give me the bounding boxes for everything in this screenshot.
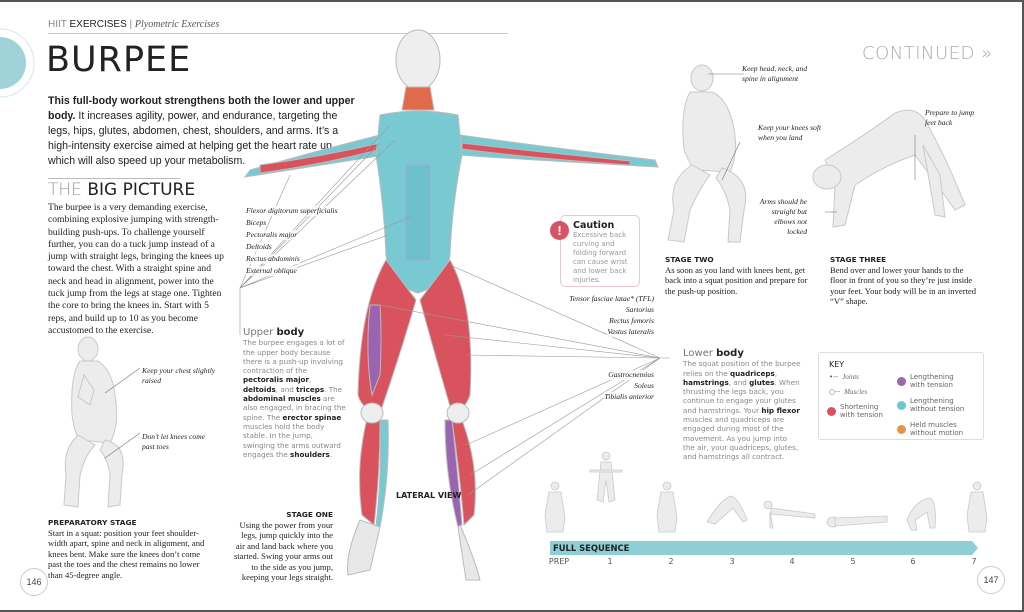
muscle-label: Flexor digitorum superficialis (246, 206, 338, 216)
key-item: Shortening with tension (840, 403, 883, 419)
prep-heading: PREPARATORY STAGE (48, 518, 137, 527)
sequence-arrow-icon (972, 541, 978, 555)
muscle-label: Pectoralis major (246, 230, 298, 240)
page-title: BURPEE (46, 40, 192, 80)
stage-two-annotation-alignment: Keep head, neck, and spine in alignment (742, 64, 808, 83)
big-picture-text: The burpee is a very demanding exercise,… (48, 202, 224, 336)
sequence-figure-prep (544, 481, 566, 533)
full-sequence-label: FULL SEQUENCE (553, 543, 630, 553)
prep-annotation-chest: Keep your chest slightly raised (142, 366, 216, 385)
sequence-tick: PREP (548, 557, 570, 566)
caution-text: Excessive back curving and folding forwa… (573, 231, 628, 284)
stage-two-figure (667, 64, 747, 243)
lateral-view-label: LATERAL VIEW (396, 491, 462, 500)
caution-box: Caution Excessive back curving and foldi… (560, 215, 640, 287)
stage-two-heading: STAGE TWO (665, 255, 714, 264)
stage-three-figure (812, 109, 966, 228)
preparatory-squat-figure (63, 336, 140, 508)
muscle-label: Tensor fasciae latae* (TFL) (569, 294, 654, 304)
muscle-label: Soleus (634, 381, 654, 391)
purple-dot-icon (897, 376, 906, 386)
muscle-marker-icon: ○-- (829, 388, 841, 396)
caution-title: Caution (573, 220, 615, 231)
sequence-tick: 2 (668, 557, 674, 566)
intro-bold: This full-body workout strengthens both … (48, 95, 355, 122)
key-title: KEY (829, 360, 845, 369)
header-subsection: Plyometric Exercises (134, 19, 220, 30)
stage-one-heading: STAGE ONE (286, 510, 333, 519)
red-dot-icon (827, 406, 836, 416)
key-item: Lengthening without tension (910, 397, 965, 413)
key-muscles: Muscles (844, 388, 868, 396)
muscle-label: Gastrocnemius (608, 370, 654, 380)
intro-paragraph: This full-body workout strengthens both … (48, 94, 358, 169)
muscle-label: Rectus abdominis (246, 254, 300, 264)
muscle-label: Biceps (246, 218, 267, 228)
prep-text: Start in a squat: position your feet sho… (48, 528, 205, 580)
sequence-figure-3 (706, 495, 748, 525)
orange-dot-icon (897, 424, 906, 434)
sequence-tick: 1 (607, 557, 613, 566)
sequence-thumbnails (544, 451, 988, 533)
prep-annotation-knees: Don’t let knees come past toes (142, 432, 206, 451)
key-item: Lengthening with tension (910, 373, 954, 389)
muscle-label: Deltoids (246, 242, 272, 252)
full-sequence-bar (550, 541, 972, 555)
sequence-figure-4 (763, 500, 816, 529)
upper-body-text: Upper body The burpee engages a lot of t… (243, 327, 346, 459)
legend-key: KEY •--Joints ○--Muscles Shortening with… (818, 352, 984, 440)
sequence-tick: 6 (910, 557, 916, 566)
stage-three-heading: STAGE THREE (830, 255, 887, 264)
teal-dot-icon (897, 400, 906, 410)
sequence-tick: 3 (729, 557, 735, 566)
sequence-figure-6 (906, 497, 936, 531)
page-number-right: 147 (977, 566, 1005, 594)
muscle-label: Sartorius (625, 305, 654, 315)
header-section: HIIT (48, 19, 67, 30)
lower-body-text: Lower body The squat position of the bur… (683, 348, 801, 462)
anatomical-figure (239, 29, 670, 581)
stage-two: STAGE TWO As soon as you land with knees… (665, 255, 815, 296)
joint-marker-icon: •-- (829, 373, 839, 381)
continued-label: CONTINUED » (862, 43, 993, 64)
muscle-label: Rectus femoris (609, 316, 654, 326)
heading-bold: BIG PICTURE (87, 180, 196, 200)
header-section-bold: EXERCISES (69, 19, 127, 30)
sequence-tick: 7 (971, 557, 977, 566)
intro-text: It increases agility, power, and enduran… (48, 110, 339, 167)
header-separator: | (129, 19, 133, 30)
stage-three: STAGE THREE Bend over and lower your han… (830, 255, 980, 307)
sequence-figure-5 (826, 515, 888, 528)
stage-one: STAGE ONE Using the power from your legs… (230, 510, 333, 582)
sequence-figure-7 (966, 481, 988, 533)
stage-two-text: As soon as you land with knees bent, get… (665, 265, 808, 296)
heading-light: THE (48, 180, 88, 200)
preparatory-stage: PREPARATORY STAGE Start in a squat: posi… (48, 518, 208, 580)
key-joints: Joints (842, 373, 859, 381)
exclamation-icon: ! (550, 221, 569, 240)
stage-three-annotation-arms: Arms should be straight but elbows not l… (759, 197, 807, 236)
big-picture-heading: THE BIG PICTURE (48, 180, 195, 200)
running-header: HIIT EXERCISES | Plyometric Exercises (48, 19, 219, 30)
stage-two-annotation-knees: Keep your knees soft when you land (758, 123, 822, 142)
lower-body-heading: Lower body (683, 348, 744, 359)
section-tab-icon (0, 28, 35, 98)
sequence-figure-2 (656, 481, 678, 533)
muscle-label: Tibialis anterior (604, 392, 654, 402)
sequence-tick: 4 (789, 557, 795, 566)
header-rule (48, 33, 508, 34)
divider (48, 178, 180, 179)
page-number-left: 146 (20, 568, 48, 596)
muscle-label: Vastus lateralis (607, 327, 654, 337)
stage-three-text: Bend over and lower your hands to the fl… (830, 265, 977, 307)
key-item: Held muscles without motion (910, 421, 964, 437)
upper-body-heading: Upper body (243, 327, 305, 338)
sequence-tick: 5 (850, 557, 856, 566)
stage-one-text: Using the power from your legs, jump qui… (233, 520, 333, 583)
sequence-figure-1 (589, 451, 623, 503)
stage-three-annotation-jump: Prepare to jump feet back (925, 108, 975, 127)
muscle-label: External oblique (246, 266, 297, 276)
